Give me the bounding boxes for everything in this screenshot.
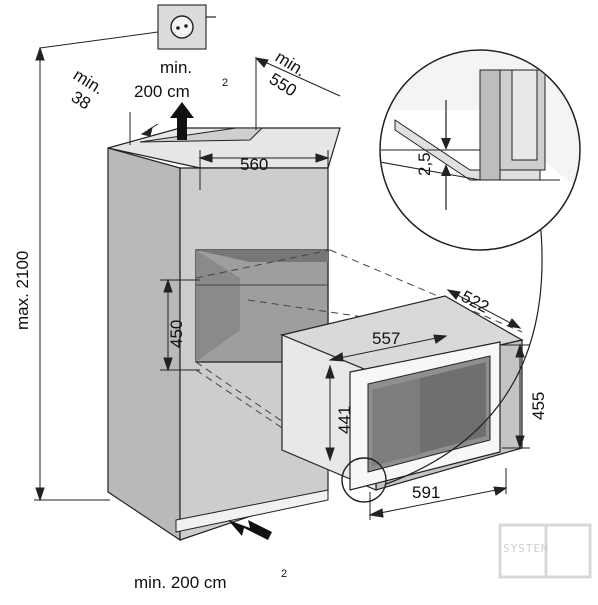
power-socket-icon [157,4,216,50]
label-bottom-area: min. 200 cm [134,573,227,592]
label-top-area-sup: 2 [222,77,228,89]
airflow-arrow-in-icon [228,520,272,540]
dimension-lines [129,57,530,520]
label-width-560: 560 [240,155,268,174]
label-height-450: 450 [167,320,186,348]
label-height-441: 441 [335,406,354,434]
label-width-591: 591 [412,483,440,502]
depth-reference-lines [34,31,159,502]
logo-text: SYSTEM [503,542,549,555]
label-bottom-area-sup: 2 [281,568,287,580]
airflow-arrow-up-icon [170,102,194,140]
detail-magnifier-circle [341,49,581,503]
label-max-height: max. 2100 [13,251,32,330]
label-height-455: 455 [529,392,548,420]
label-gap-25: 2,5 [415,152,434,176]
appliance-unit [280,295,524,491]
system-logo: SYSTEM [498,523,592,579]
label-top-area: 200 cm [134,82,190,101]
label-top-min: min. [160,58,192,77]
label-width-557: 557 [372,329,400,348]
